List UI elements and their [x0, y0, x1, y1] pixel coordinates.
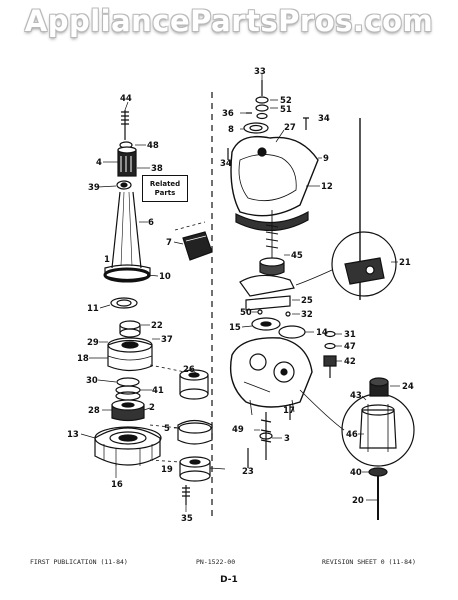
- callout-33: 33: [254, 67, 266, 77]
- callout-13: 13: [67, 430, 79, 440]
- callout-34-top: 34: [318, 114, 330, 124]
- callout-17: 17: [283, 406, 295, 416]
- spin-tube-assembly: [94, 110, 162, 466]
- callout-51: 51: [280, 105, 292, 115]
- callout-22: 22: [151, 321, 163, 331]
- callout-15: 15: [229, 323, 241, 333]
- callout-38: 38: [151, 164, 163, 174]
- callout-43: 43: [350, 391, 362, 401]
- callout-26: 26: [183, 365, 195, 375]
- callout-27: 27: [284, 123, 296, 133]
- callout-28: 28: [88, 406, 100, 416]
- callout-25: 25: [301, 296, 313, 306]
- callout-34-left: 34: [220, 159, 232, 169]
- callout-18: 18: [77, 354, 89, 364]
- callout-44: 44: [120, 94, 132, 104]
- callout-8: 8: [228, 125, 234, 135]
- callout-35: 35: [181, 514, 193, 524]
- callout-10: 10: [159, 272, 171, 282]
- callout-labels: 44 48 4 38 39 6 7 1 10 11 22 29 37 18 30…: [67, 67, 414, 524]
- callout-23: 23: [242, 467, 254, 477]
- gear-case-assembly: [227, 80, 415, 520]
- callout-21: 21: [399, 258, 411, 268]
- callout-1: 1: [104, 255, 110, 265]
- callout-52: 52: [280, 96, 292, 106]
- page-label: D-1: [220, 575, 238, 585]
- related-parts-label-1: Related: [149, 179, 181, 188]
- callout-29: 29: [87, 338, 99, 348]
- callout-30: 30: [86, 376, 98, 386]
- callout-39: 39: [88, 183, 100, 193]
- clutch-parts: [177, 369, 213, 505]
- callout-5: 5: [164, 424, 170, 434]
- callout-31: 31: [344, 330, 356, 340]
- callout-2: 2: [149, 403, 155, 413]
- callout-37: 37: [161, 335, 173, 345]
- callout-48: 48: [147, 141, 159, 151]
- watermark-logo: AppliancePartsPros.com: [24, 4, 434, 38]
- callout-12: 12: [321, 182, 333, 192]
- callout-11: 11: [87, 304, 99, 314]
- callout-16: 16: [111, 480, 123, 490]
- footer-part-number: PN-1522-00: [196, 558, 236, 566]
- drive-belt-part: [182, 231, 213, 261]
- callout-36: 36: [222, 109, 234, 119]
- footer-revision: REVISION SHEET 0 (11-84): [322, 558, 416, 566]
- callout-41: 41: [152, 386, 164, 396]
- callout-6: 6: [148, 218, 154, 228]
- callout-50: 50: [240, 308, 252, 318]
- callout-20: 20: [352, 496, 364, 506]
- callout-32: 32: [301, 310, 313, 320]
- callout-4: 4: [96, 158, 102, 168]
- related-parts-label-2: Parts: [154, 188, 176, 197]
- footer-publication: FIRST PUBLICATION (11-84): [30, 558, 128, 566]
- related-parts-box: Related Parts: [142, 175, 188, 202]
- callout-19: 19: [161, 465, 173, 475]
- callout-47: 47: [344, 342, 356, 352]
- callout-45: 45: [291, 251, 303, 261]
- callout-46: 46: [346, 430, 358, 440]
- callout-42: 42: [344, 357, 356, 367]
- callout-9: 9: [323, 154, 329, 164]
- callout-7: 7: [166, 238, 172, 248]
- callout-24: 24: [402, 382, 414, 392]
- callout-49: 49: [232, 425, 244, 435]
- leader-lines: [80, 74, 400, 512]
- callout-40: 40: [350, 468, 362, 478]
- callout-14: 14: [316, 328, 328, 338]
- callout-3: 3: [284, 434, 290, 444]
